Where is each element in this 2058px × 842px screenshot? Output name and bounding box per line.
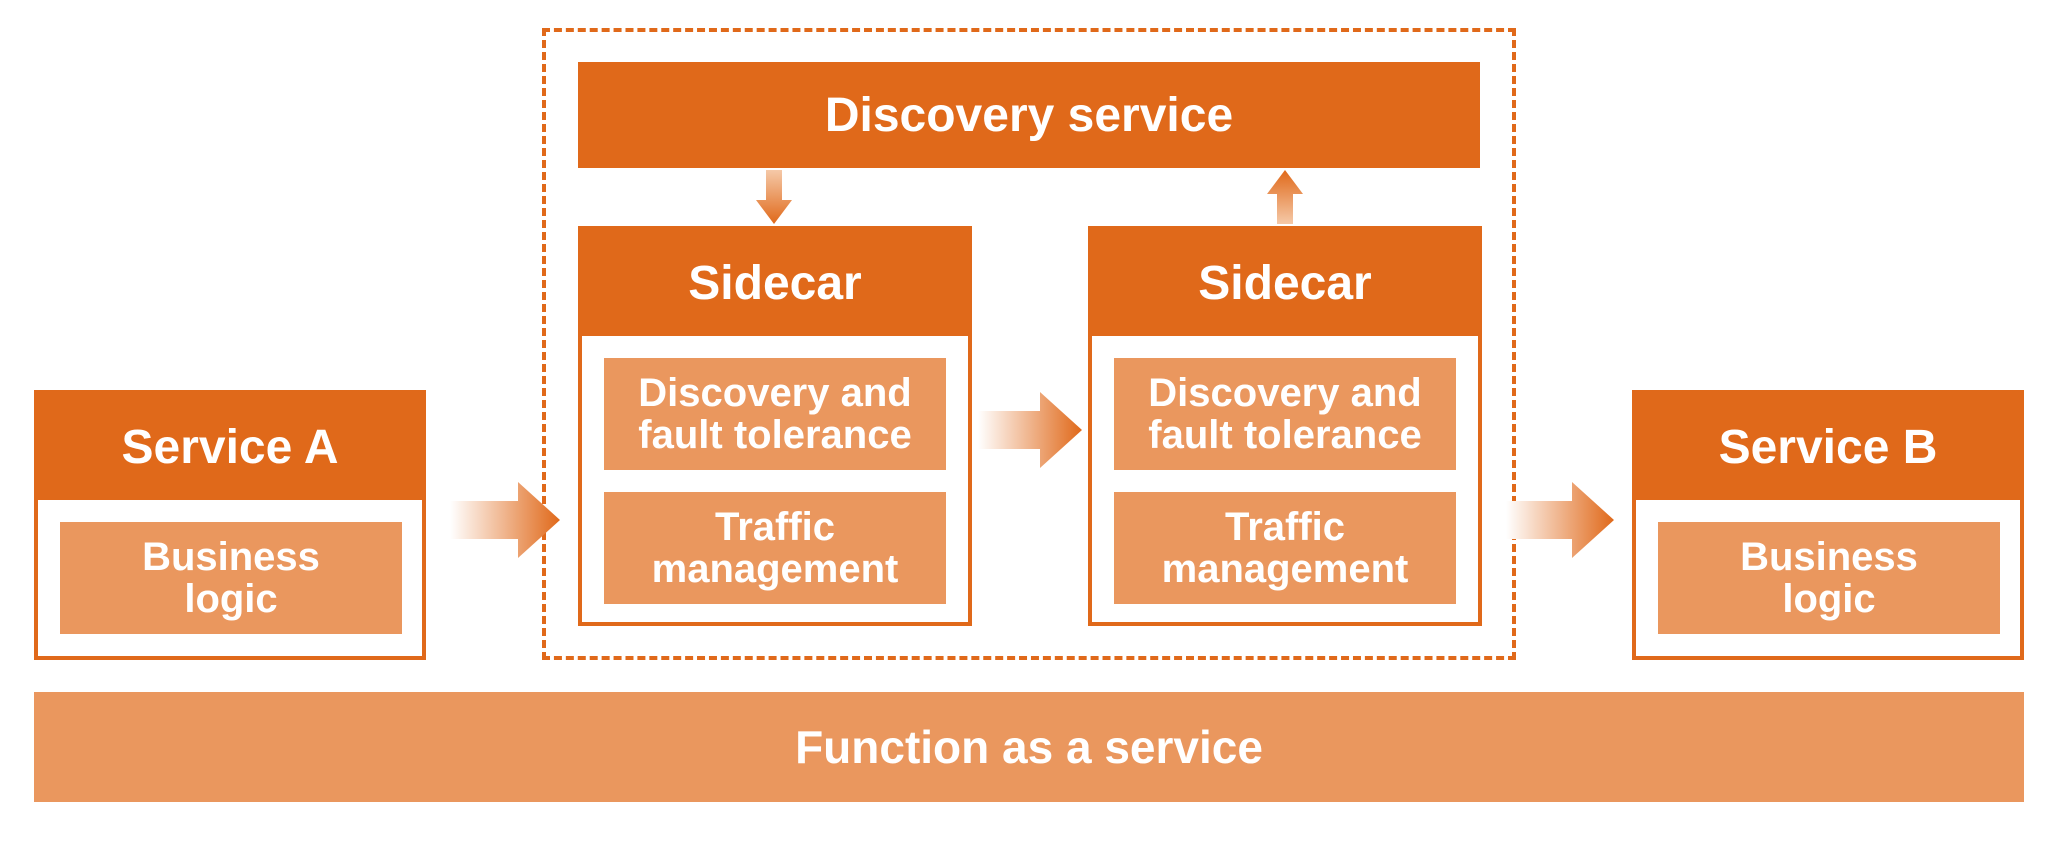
service-b-business-logic-label: Business logic (1740, 535, 1918, 621)
service-b-title: Service B (1718, 420, 1938, 474)
sidecar-left-discovery-label: Discovery and fault tolerance (638, 371, 912, 457)
sidecar-right-title: Sidecar (1198, 256, 1372, 310)
sidecar-left-header: Sidecar (582, 230, 968, 336)
service-a: Service A Business logic (34, 390, 426, 660)
arrow-down-icon (756, 170, 792, 224)
arrow-right-icon (1506, 482, 1614, 558)
arrow-right-icon (450, 482, 560, 558)
sidecar-right: Sidecar Discovery and fault tolerance Tr… (1088, 226, 1482, 626)
sidecar-left: Sidecar Discovery and fault tolerance Tr… (578, 226, 972, 626)
service-a-header: Service A (38, 394, 422, 500)
sidecar-right-traffic-box: Traffic management (1114, 492, 1456, 604)
service-a-business-logic-label: Business logic (142, 535, 320, 621)
service-b-business-logic-box: Business logic (1658, 522, 2000, 634)
discovery-service-label: Discovery service (824, 88, 1234, 142)
discovery-service-bar: Discovery service (578, 62, 1480, 168)
service-a-business-logic-box: Business logic (60, 522, 402, 634)
service-a-title: Service A (121, 420, 339, 474)
function-as-a-service-label: Function as a service (795, 721, 1263, 773)
sidecar-left-traffic-box: Traffic management (604, 492, 946, 604)
service-mesh-boundary (542, 28, 1516, 660)
service-b-header: Service B (1636, 394, 2020, 500)
sidecar-right-discovery-label: Discovery and fault tolerance (1148, 371, 1422, 457)
sidecar-left-discovery-box: Discovery and fault tolerance (604, 358, 946, 470)
arrow-right-icon (978, 392, 1082, 468)
sidecar-right-discovery-box: Discovery and fault tolerance (1114, 358, 1456, 470)
service-b: Service B Business logic (1632, 390, 2024, 660)
sidecar-right-header: Sidecar (1092, 230, 1478, 336)
sidecar-left-traffic-label: Traffic management (651, 505, 899, 591)
function-as-a-service-bar: Function as a service (34, 692, 2024, 802)
arrow-up-icon (1267, 170, 1303, 224)
sidecar-left-title: Sidecar (688, 256, 862, 310)
sidecar-right-traffic-label: Traffic management (1161, 505, 1409, 591)
